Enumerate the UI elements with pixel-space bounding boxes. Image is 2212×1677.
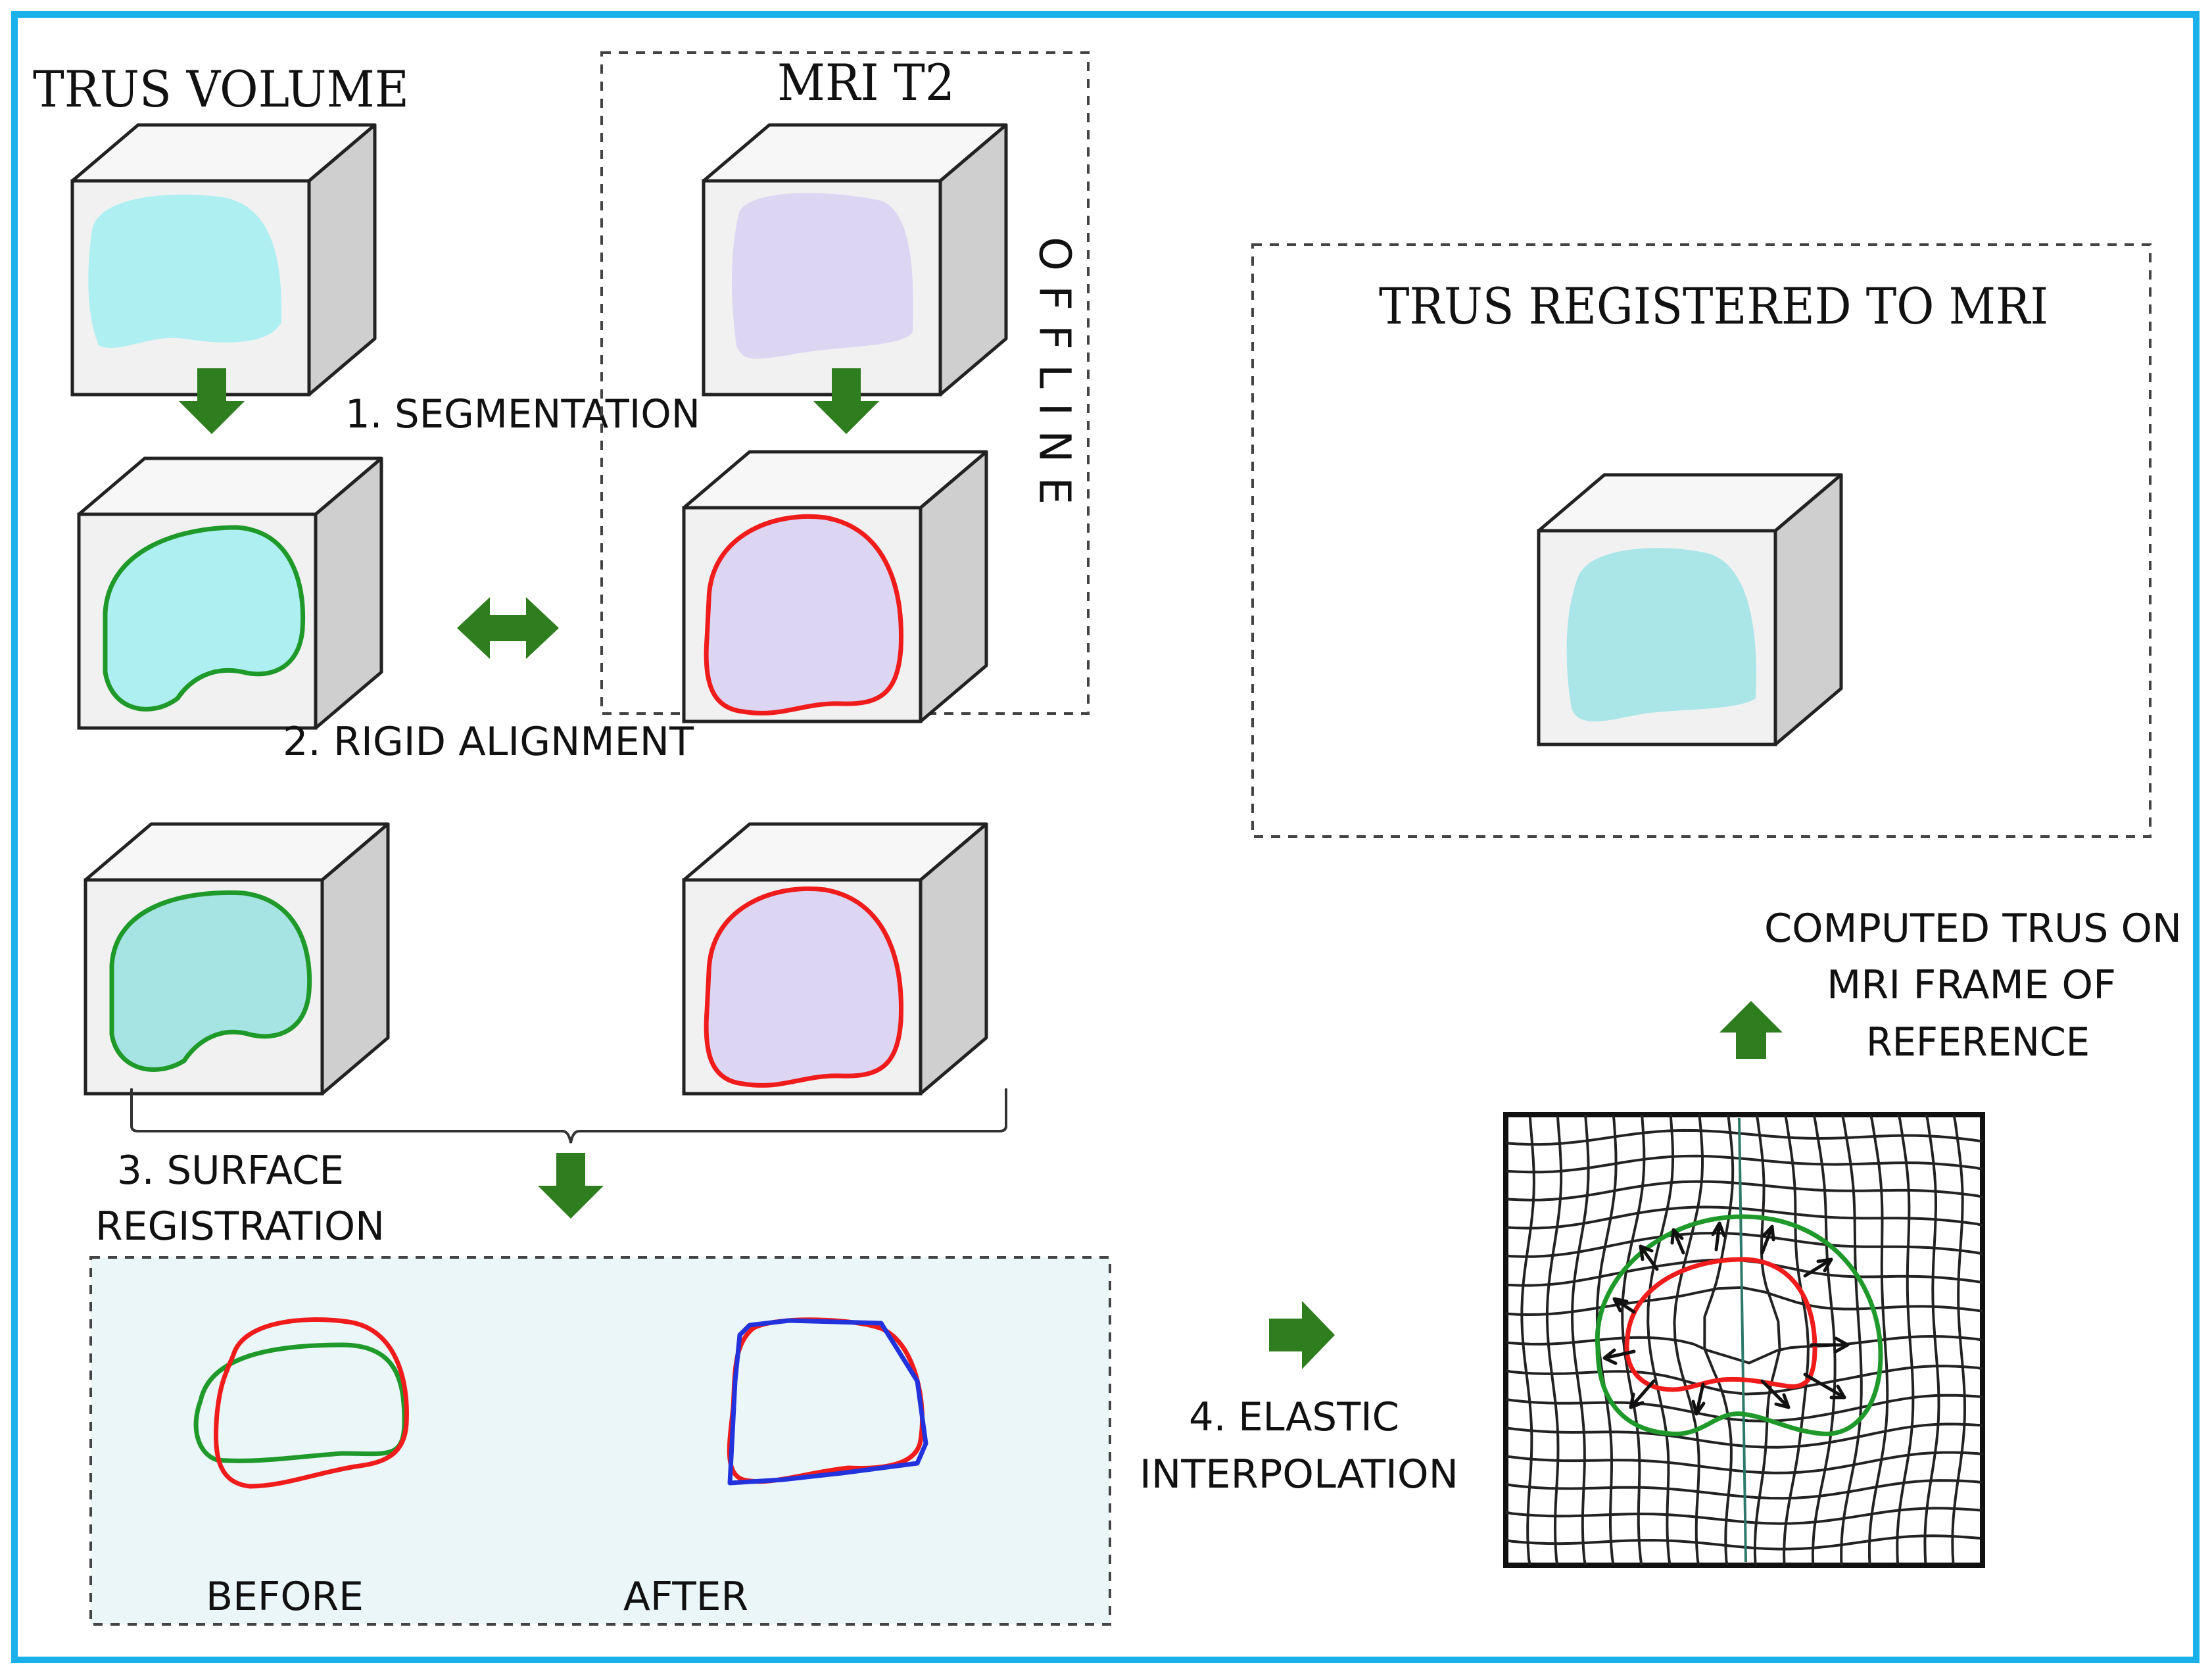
registered-dashed-region [1251,243,2152,838]
grid-green-contour [1595,1214,1883,1436]
grid-horizontal-line [1505,1507,1982,1525]
grid-horizontal-line [1505,1451,1983,1474]
cube-mri-segmented [684,452,986,721]
label-before: BEFORE [206,1574,364,1620]
cube-mri-raw [704,125,1006,395]
grid-red-contour [1624,1257,1817,1392]
cube-mri-aligned [684,824,986,1094]
grid-center-line [1738,1117,1747,1563]
label-after: AFTER [623,1574,748,1620]
grid-horizontal-line [1505,1129,1983,1146]
offline-vertical-label: OFFLINE [1030,237,1080,519]
arrow-up-computed [1719,1001,1783,1059]
surface-registration-panel [89,1256,1111,1626]
cube-trus-segmented [79,458,381,728]
grid-horizontal-line [1506,1180,1983,1202]
grid-horizontal-line [1505,1205,1983,1230]
after-contours [727,1317,928,1486]
grid-horizontal-line [1505,1394,1983,1422]
label-computed-3: REFERENCE [1866,1019,2090,1065]
label-elastic-1: 4. ELASTIC [1189,1394,1399,1440]
cube-trus-raw [72,125,375,395]
outer-frame [11,11,2200,1663]
arrow-right-elastic [1269,1301,1335,1369]
grid-horizontal-line [1505,1365,1983,1396]
label-computed-1: COMPUTED TRUS ON [1764,906,2182,952]
label-rigid-alignment: 2. RIGID ALIGNMENT [283,719,694,765]
bracket [130,1088,1007,1144]
grid-horizontal-line [1505,1231,1983,1258]
label-elastic-2: INTERPOLATION [1140,1451,1458,1497]
grid-horizontal-line [1506,1154,1983,1174]
grid-horizontal-line [1505,1534,1981,1551]
before-contours [193,1317,409,1489]
label-offline: OFFLINE [1030,237,1080,519]
title-registered: TRUS REGISTERED TO MRI [1379,277,2048,335]
deformation-grid-panel [1503,1112,1985,1568]
label-computed-2: MRI FRAME OF [1827,962,2116,1008]
grid-horizontal-line [1505,1334,1983,1365]
title-mri-t2: MRI T2 [777,53,955,112]
label-segmentation: 1. SEGMENTATION [345,391,700,437]
label-surface-registration-1: 3. SURFACE [117,1148,344,1194]
arrow-down-surface [538,1153,604,1219]
label-surface-registration-2: REGISTRATION [95,1203,385,1250]
cube-registered [1539,475,1841,744]
title-trus-volume: TRUS VOLUME [33,60,409,118]
displacement-arrows [1602,1221,1850,1416]
grid-horizontal-line [1505,1422,1983,1449]
double-arrow-rigid [457,597,559,659]
cube-trus-aligned [85,824,388,1094]
